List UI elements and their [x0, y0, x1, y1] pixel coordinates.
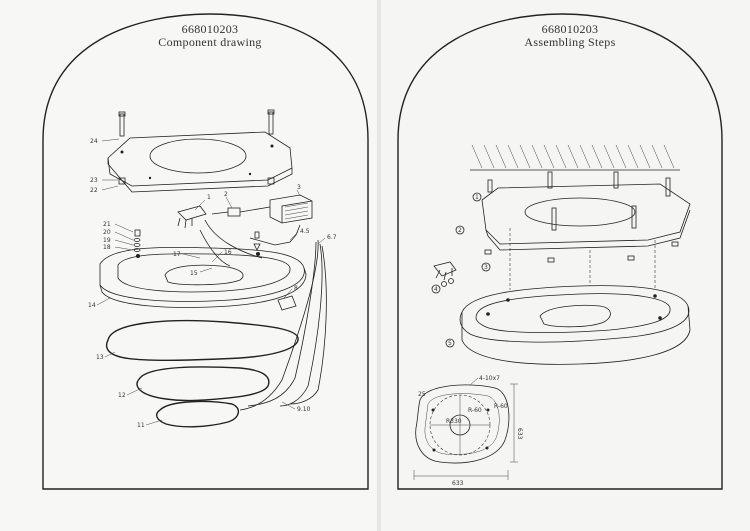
- part-label-13: 13: [96, 354, 104, 361]
- mounting-screw-right: [267, 109, 275, 185]
- part-label-8: 8: [294, 285, 298, 292]
- part-label-3: 3: [297, 184, 301, 191]
- part-label-2: 2: [224, 191, 228, 198]
- part-label-4-5: 4.5: [300, 228, 310, 235]
- ceiling-plate: [107, 131, 293, 193]
- dimension-bottom: 633: [452, 480, 464, 487]
- step-marker-4: 4: [431, 284, 441, 294]
- mounting-plate: [481, 183, 691, 251]
- part-label-23: 23: [90, 177, 98, 184]
- part-label-15: 15: [190, 270, 198, 277]
- connector-cluster: [177, 205, 207, 229]
- part-label-24: 24: [90, 138, 98, 145]
- mounting-screw-left: [118, 111, 126, 185]
- right-model-number: 668010203: [541, 22, 599, 36]
- svg-text:1: 1: [475, 194, 479, 201]
- assembling-steps-page: [380, 0, 750, 531]
- top-view-drawing: [413, 377, 518, 480]
- part-label-12: 12: [118, 392, 126, 399]
- left-arch-frame: [42, 13, 369, 490]
- right-title-block: 668010203 Assembling Steps: [490, 23, 650, 49]
- step-marker-3: 3: [481, 262, 491, 272]
- step-marker-2: 2: [455, 225, 465, 235]
- lamp-body: [99, 246, 307, 308]
- right-arch-frame: [397, 13, 723, 490]
- svg-text:4: 4: [434, 286, 438, 293]
- part-label-14: 14: [88, 302, 96, 309]
- left-model-number: 668010203: [181, 22, 239, 36]
- right-page-title: Assembling Steps: [524, 35, 616, 49]
- dimension-inner-radius: R330: [446, 418, 462, 425]
- led-strip-11: [155, 400, 239, 428]
- svg-text:3: 3: [484, 264, 488, 271]
- small-fasteners: [133, 229, 261, 252]
- part-label-18: 18: [103, 244, 111, 251]
- part-label-20: 20: [103, 229, 111, 236]
- part-label-17: 17: [173, 251, 181, 258]
- part-label-9-10: 9.10: [297, 406, 311, 413]
- screw-hole-dots: [484, 241, 679, 263]
- dimension-hole-a: R-60: [468, 407, 482, 414]
- part-label-16: 16: [224, 249, 232, 256]
- strain-relief-clip: [277, 295, 297, 311]
- step-marker-5: 5: [445, 338, 455, 348]
- part-label-1: 1: [207, 194, 211, 201]
- part-label-19: 19: [103, 237, 111, 244]
- alignment-dashes: [509, 228, 656, 290]
- step-marker-1: 1: [472, 192, 482, 202]
- dimension-ref: 25: [418, 391, 426, 398]
- svg-text:2: 2: [458, 227, 462, 234]
- svg-text:5: 5: [448, 340, 452, 347]
- dimension-right: 633: [516, 428, 523, 440]
- led-strip-12: [136, 366, 270, 402]
- led-strip-13: [105, 319, 299, 361]
- wiring-connector: [433, 261, 457, 287]
- left-page-title: Component drawing: [158, 35, 262, 49]
- lamp-body-assembled: [459, 285, 691, 365]
- terminal-block: [211, 206, 271, 217]
- part-label-11: 11: [137, 422, 145, 429]
- page-fold: [377, 0, 381, 531]
- part-label-6-7: 6.7: [327, 234, 337, 241]
- left-title-block: 668010203 Component drawing: [130, 23, 290, 49]
- dimension-hole-b: R-60: [494, 403, 508, 410]
- dimension-corner: 4-10x7: [479, 375, 500, 382]
- ceiling-hatch: [470, 144, 680, 171]
- led-driver-box: [269, 194, 313, 224]
- part-label-21: 21: [103, 221, 111, 228]
- leader-lines: [96, 138, 326, 426]
- part-label-22: 22: [90, 187, 98, 194]
- ceiling-anchors: [487, 171, 671, 197]
